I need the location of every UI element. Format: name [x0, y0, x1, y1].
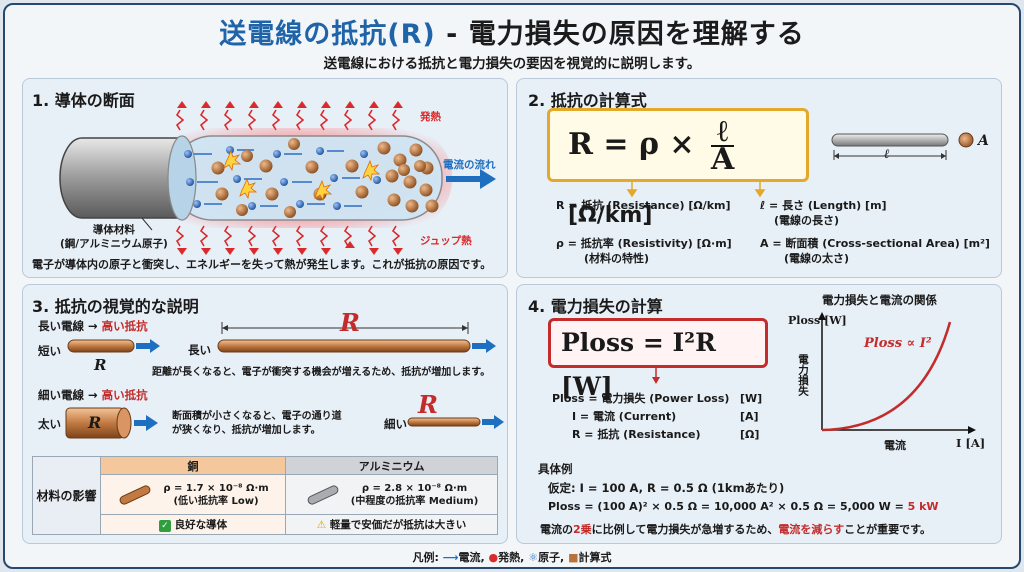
joule-heat-label: ジュップ熱	[420, 235, 472, 247]
example-calculation: Ploss = (100 A)² × 0.5 Ω = 10,000 A² × 0…	[548, 500, 939, 513]
thick-label: 太い	[38, 417, 61, 431]
long-label: 長い	[188, 343, 211, 357]
page-subtitle: 送電線における抵抗と電力損失の要因を視覚的に説明します。	[323, 56, 701, 72]
copper-evaluation: 良好な導体	[174, 519, 228, 531]
power-loss-graph	[818, 312, 976, 434]
def-resistance-p4: R = 抵抗 (Resistance)	[572, 428, 701, 441]
thin-wire-r-symbol: R	[418, 390, 438, 419]
long-wire-caption: 距離が長くなると、電子が衝突する機会が増えるため、抵抗が増加します。	[152, 367, 491, 378]
copper-wire-icon	[119, 484, 151, 505]
def-power-loss: Ploss = 電力損失 (Power Loss)	[552, 392, 730, 405]
quadratic-curve	[821, 321, 952, 432]
material-comparison-table: 材料の影響 銅 アルミニウム ρ = 1.7 × 10⁻⁸ Ω·m(低い抵抗率 …	[32, 456, 498, 535]
formula-pointers	[626, 182, 766, 198]
graph-x-unit: I [A]	[956, 436, 986, 450]
current-flow-label: 電流の流れ	[443, 159, 496, 171]
copper-resistivity: ρ = 1.7 × 10⁻⁸ Ω·m	[163, 482, 269, 494]
formula-down-arrow	[652, 368, 660, 384]
example-title: 具体例	[538, 462, 573, 476]
thin-wire-caption: 断面積が小さくなると、電子の通り道が狭くなり、抵抗が増加します。	[172, 411, 342, 436]
copper-note: (低い抵抗率 Low)	[173, 495, 259, 507]
panel1-title: 1. 導体の断面	[32, 91, 135, 110]
heat-dot-icon: ●	[488, 551, 499, 564]
heat-arrows	[175, 109, 401, 247]
def-resistance: R = 抵抗 (Resistance) [Ω/km]	[556, 199, 731, 212]
legend: 凡例: ⟶電流, ●発熱, ⚛原子, ■計算式	[412, 551, 612, 564]
box-icon: ■	[568, 551, 579, 564]
def-current: I = 電流 (Current)	[572, 410, 677, 423]
collision-sparks	[223, 149, 381, 202]
graph-y-unit: Ploss [W]	[788, 314, 847, 327]
panel3-title: 3. 抵抗の視覚的な説明	[32, 297, 199, 316]
resistance-formula-box: R = ρ × ℓ A [Ω/km]	[547, 108, 809, 228]
long-wire-r-symbol: R	[340, 308, 360, 337]
def-area: A = 断面積 (Cross-sectional Area) [m²](電線の太…	[760, 237, 990, 265]
current-flow-arrow	[446, 169, 496, 189]
current-arrow-icon: ⟶	[442, 551, 459, 564]
page-title: 送電線の抵抗(R) - 電力損失の原因を理解する	[219, 19, 805, 50]
graph-x-axis-label: 電流	[884, 439, 906, 452]
graph-title: 電力損失と電流の関係	[822, 293, 937, 307]
short-wire-r-symbol: R	[94, 356, 107, 374]
wire-area-symbol: A	[978, 133, 989, 149]
check-icon: ✓	[158, 520, 171, 532]
wire-length-symbol: ℓ	[884, 147, 890, 162]
aluminum-resistivity: ρ = 2.8 × 10⁻⁸ Ω·m	[361, 482, 468, 494]
example-result: 5 kW	[907, 500, 939, 513]
heat-label: 発熱	[420, 111, 441, 123]
panel2-title: 2. 抵抗の計算式	[528, 91, 647, 110]
panel1-caption: 電子が導体内の原子と衝突し、エネルギーを失って熱が発生します。これが抵抗の原因で…	[32, 258, 492, 271]
warning-icon: ⚠	[316, 519, 327, 531]
aluminum-wire-icon	[307, 484, 339, 505]
wire-length-comparison	[67, 322, 496, 353]
importance-note: 電流の2乗に比例して電力損失が急増するため、電流を減らすことが重要です。	[540, 523, 932, 536]
graph-curve-label: Ploss ∝ I²	[864, 336, 932, 351]
graph-y-axis-label: 電力損失	[797, 354, 809, 396]
wire-thickness-comparison	[65, 407, 504, 439]
aluminum-header: アルミニウム	[285, 456, 498, 475]
material-label: 導体材料(鋼/アルミニウム原子)	[60, 224, 168, 250]
conductor-illustration	[59, 101, 496, 255]
example-assumption: 仮定: I = 100 A, R = 0.5 Ω (1kmあたり)	[548, 481, 785, 495]
def-resistivity: ρ = 抵抗率 (Resistivity) [Ω·m](材料の特性)	[556, 237, 732, 265]
def-length: ℓ = 長さ (Length) [m](電線の長さ)	[760, 199, 887, 227]
atom-icon: ⚛	[528, 551, 539, 564]
electron-flow	[184, 146, 381, 210]
long-wire-heading: 長い電線 → 高い抵抗	[38, 319, 148, 333]
panel4-title: 4. 電力損失の計算	[528, 297, 663, 316]
copper-atoms	[211, 138, 439, 218]
power-loss-definitions: Ploss = 電力損失 (Power Loss)[W] I = 電流 (Cur…	[552, 390, 762, 444]
wire-dimension-diagram	[831, 132, 974, 160]
aluminum-evaluation: 軽量で安価だが抵抗は大きい	[329, 519, 467, 531]
short-label: 短い	[38, 344, 61, 358]
material-row-header: 材料の影響	[32, 456, 101, 535]
thick-wire-r-symbol: R	[88, 413, 102, 432]
aluminum-note: (中程度の抵抗率 Medium)	[350, 495, 479, 507]
copper-header: 銅	[99, 456, 287, 475]
power-loss-formula-box: Ploss = I²R [W]	[548, 318, 768, 401]
thin-label: 細い	[384, 417, 407, 431]
thin-wire-heading: 細い電線 → 高い抵抗	[38, 388, 148, 402]
